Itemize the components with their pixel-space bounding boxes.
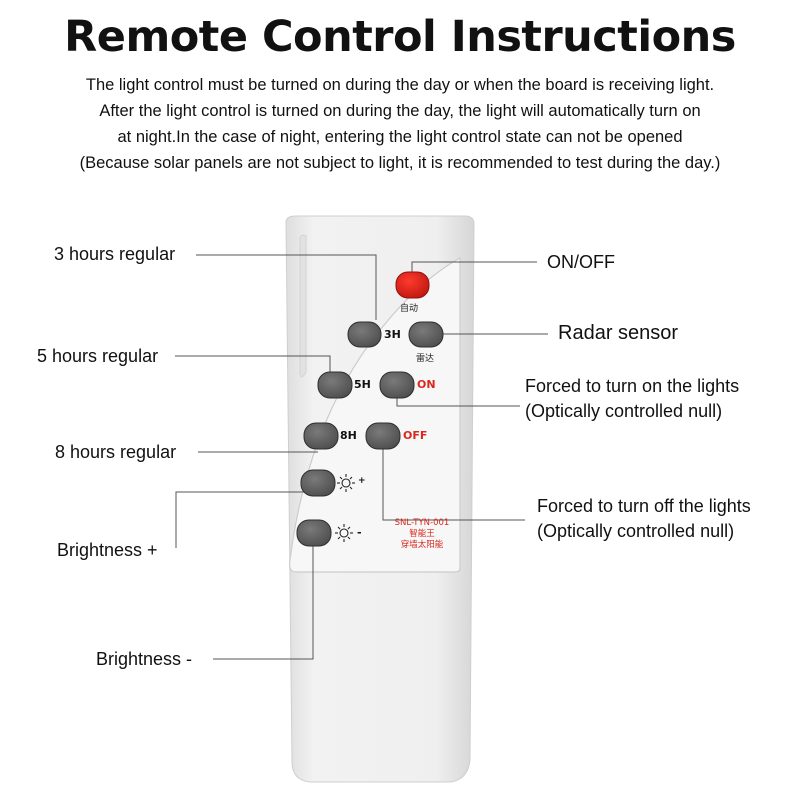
label-radar-sensor: Radar sensor <box>558 322 679 344</box>
button-3h-label: 3H <box>384 328 401 341</box>
model-line-2: 智能王 <box>409 529 435 539</box>
label-on-off: ON/OFF <box>547 252 615 272</box>
label-force-off-2: (Optically controlled null) <box>537 521 735 541</box>
button-brightness-plus <box>300 469 336 497</box>
leader-bplus <box>175 491 318 548</box>
on-label: ON <box>417 378 436 391</box>
model-number: SNL-TYN-001 智能王 穿墙太阳能 <box>386 518 458 551</box>
button-on <box>379 371 415 399</box>
button-off <box>365 422 401 450</box>
leader-bminus <box>213 540 314 660</box>
off-label: OFF <box>403 429 428 442</box>
radar-cn-label: 雷达 <box>416 354 435 364</box>
model-line-1: SNL-TYN-001 <box>394 518 450 528</box>
remote-groove <box>299 234 307 378</box>
description-line-1: The light control must be turned on duri… <box>85 76 715 94</box>
button-5h <box>317 371 353 399</box>
auto-label: 自动 <box>400 304 419 314</box>
button-3h <box>347 321 382 348</box>
sun-icon <box>335 524 353 542</box>
model-line-3: 穿墙太阳能 <box>400 540 444 550</box>
label-force-on-2: (Optically controlled null) <box>525 401 723 421</box>
description-line-2: After the light control is turned on dur… <box>99 102 701 120</box>
plus-label: + <box>358 476 366 486</box>
button-8h-label: 8H <box>340 429 357 442</box>
description-line-3: at night.In the case of night, entering … <box>117 128 683 146</box>
minus-label: - <box>357 526 362 539</box>
label-3-hours: 3 hours regular <box>54 244 176 264</box>
description-line-4: (Because solar panels are not subject to… <box>79 154 721 172</box>
button-5h-label: 5H <box>354 378 371 391</box>
button-8h <box>303 422 339 450</box>
button-brightness-minus <box>296 519 332 547</box>
leader-off <box>382 438 525 521</box>
label-force-off-1: Forced to turn off the lights <box>537 496 751 516</box>
page-title: Remote Control Instructions <box>64 12 736 62</box>
button-radar <box>408 321 444 348</box>
label-force-on-1: Forced to turn on the lights <box>525 376 740 396</box>
label-8-hours: 8 hours regular <box>55 442 177 462</box>
label-5-hours: 5 hours regular <box>37 346 159 366</box>
label-brightness-plus: Brightness + <box>57 540 158 560</box>
sun-icon <box>337 474 355 492</box>
power-button <box>395 271 430 299</box>
label-brightness-minus: Brightness - <box>96 649 193 669</box>
leader-5h <box>175 355 331 375</box>
leader-3h <box>196 254 377 320</box>
